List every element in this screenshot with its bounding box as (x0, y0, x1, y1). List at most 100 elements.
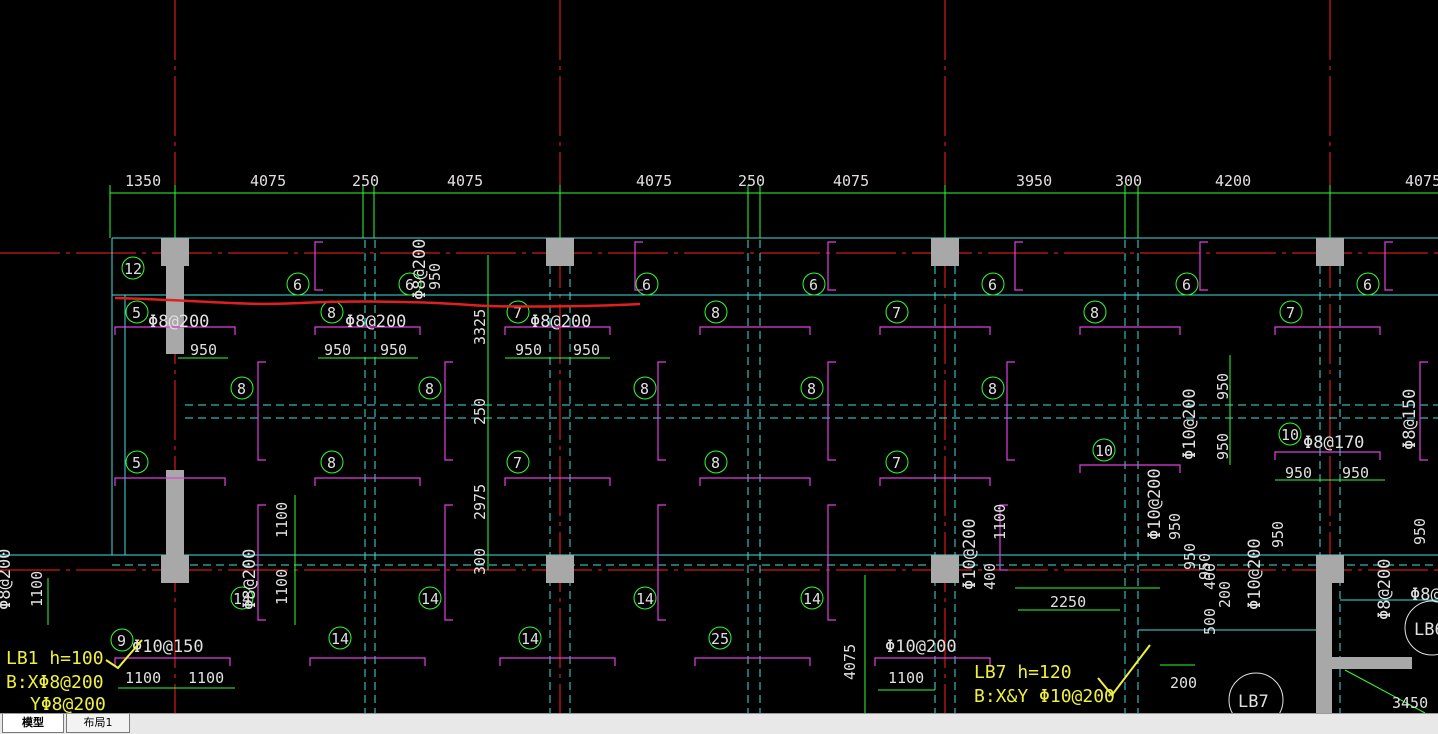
rebar-mark-vertical (1006, 361, 1015, 461)
rebar-mark-horizontal (874, 657, 991, 666)
top-dim-text: 250 (352, 172, 379, 190)
span-dim-text: 950 (1166, 513, 1184, 540)
slab-number-circle (1092, 438, 1116, 462)
slab-number-circle (398, 272, 422, 296)
legend-right: LB7 h=120 B:X&Y Φ10@200 (974, 662, 1115, 707)
slab-number-text: 14 (803, 590, 821, 608)
slab-number-circle (800, 376, 824, 400)
slab-number-text: 8 (237, 380, 246, 398)
rebar-mark-vertical (257, 504, 266, 621)
slab-number-circle (802, 272, 826, 296)
slab-number-circle (110, 628, 134, 652)
span-dim-text: 4075 (841, 644, 859, 680)
check-mark-left (105, 639, 143, 670)
rebar-mark-horizontal (114, 657, 231, 666)
slab-number-text: 8 (711, 454, 720, 472)
top-dim-text: 4075 (250, 172, 286, 190)
rebar-label: Φ8@200 (410, 239, 430, 300)
rebar-mark-horizontal (1274, 326, 1381, 335)
rebar-mark-horizontal (314, 326, 421, 335)
rebar-mark-vertical (657, 504, 666, 621)
span-dim-text: 1100 (273, 569, 291, 605)
rebar-mark-horizontal (699, 326, 811, 335)
slab-number-circle (633, 376, 657, 400)
slab-number-text: 8 (988, 380, 997, 398)
slab-number-circle (518, 626, 542, 650)
rebar-mark-horizontal (879, 326, 991, 335)
span-dim-text: 400 (1201, 563, 1219, 590)
rebar-mark-horizontal (1274, 451, 1381, 460)
rebar-mark-vertical (314, 241, 323, 291)
tab-layout1[interactable]: 布局1 (66, 714, 130, 733)
slab-number-text: 12 (124, 260, 142, 278)
span-dim-text: 1100 (28, 571, 46, 607)
slab-number-circle (506, 450, 530, 474)
rebar-label: Φ8@200 (1375, 559, 1395, 620)
slab-number-circle (320, 450, 344, 474)
slab-number-text: 6 (1363, 276, 1372, 294)
slab-number-circle (1356, 272, 1380, 296)
slab-number-circle (125, 300, 149, 324)
rebar-mark-vertical (1199, 241, 1208, 291)
rebar-mark-horizontal (694, 657, 811, 666)
slab-number-circle (708, 626, 732, 650)
layout-tab-bar: 模型 布局1 (0, 713, 1438, 734)
slab-number-circle (506, 300, 530, 324)
rebar-label: Φ8@200 (240, 549, 260, 610)
slab-number-text: 7 (892, 454, 901, 472)
slab-number-circle (885, 300, 909, 324)
span-dim-text: 950 (380, 341, 407, 359)
rebar-mark-vertical (827, 241, 836, 291)
slab-number-text: 6 (809, 276, 818, 294)
rebar-mark-vertical (634, 241, 643, 291)
rebar-label: Φ10@200 (960, 518, 980, 590)
rebar-mark-vertical (1384, 241, 1393, 291)
slab-number-text: 6 (642, 276, 651, 294)
top-dim-text: 300 (1115, 172, 1142, 190)
span-dim-text: 950 (1342, 464, 1369, 482)
rebar-label: Φ10@200 (1180, 388, 1200, 460)
span-dim-text: 950 (324, 341, 351, 359)
top-dim-text: 4200 (1215, 172, 1251, 190)
span-dim-text: 950 (573, 341, 600, 359)
slab-number-circle (328, 626, 352, 650)
slab-number-circle (230, 376, 254, 400)
legend-left: LB1 h=100 B:XΦ8@200 YΦ8@200 (6, 648, 106, 713)
span-dim-text: 950 (515, 341, 542, 359)
slab-number-text: 14 (421, 590, 439, 608)
tab-model[interactable]: 模型 (2, 714, 64, 733)
rebar-label: Φ8@150 (1410, 585, 1438, 605)
span-dim-text: 2250 (1050, 593, 1086, 611)
slab-number-text: 7 (892, 304, 901, 322)
slab-number-text: 8 (425, 380, 434, 398)
top-dim-text: 3950 (1016, 172, 1052, 190)
slab-number-text: 8 (807, 380, 816, 398)
columns (161, 238, 1412, 713)
span-dim-text: 950 (1411, 518, 1429, 545)
rebar-mark-horizontal (699, 477, 811, 486)
rebar-mark-horizontal (1079, 464, 1181, 473)
slab-number-text: 5 (132, 454, 141, 472)
rebar-mark-vertical (444, 504, 453, 621)
rebar-mark-vertical (1419, 361, 1428, 461)
slab-number-text: 6 (1182, 276, 1191, 294)
badge-lb7: LB7 (1238, 692, 1269, 712)
rebar-mark-vertical (1014, 241, 1023, 291)
rebar-mark-horizontal (879, 477, 991, 486)
slab-number-text: 5 (132, 304, 141, 322)
legend-left-line2: B:XΦ8@200 (6, 672, 104, 693)
slab-number-text: 8 (1090, 304, 1099, 322)
slab-number-circle (704, 300, 728, 324)
span-dim-text: 2975 (471, 484, 489, 520)
slab-number-text: 10 (1281, 426, 1299, 444)
rebar-mark-horizontal (114, 326, 236, 335)
rebar-mark-vertical (827, 504, 836, 621)
slab-number-circle (125, 450, 149, 474)
rebar-mark-horizontal (1079, 326, 1181, 335)
top-dim-text: 4075 (636, 172, 672, 190)
rebar-label: Φ8@200 (148, 312, 209, 332)
